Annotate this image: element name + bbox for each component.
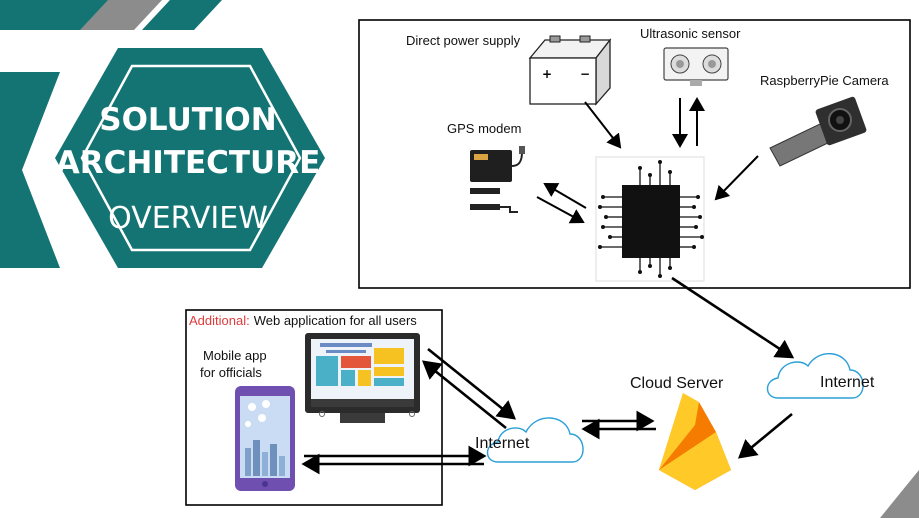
top-stripes: [0, 0, 222, 30]
internet-cloud-left-icon: [486, 417, 584, 463]
mobile-label-line2: for officials: [200, 365, 262, 380]
internet-left-label: Internet: [475, 435, 530, 452]
banner-title-line1: SOLUTION: [99, 102, 276, 138]
internet-right-label: Internet: [820, 374, 875, 391]
microcontroller-icon: [595, 156, 705, 282]
arrow-power-to-chip: [584, 101, 622, 149]
internet-cloud-right-icon: [766, 352, 864, 399]
web-app-label: Additional: Web application for all users: [189, 313, 417, 328]
arrow-internet-to-web: [421, 360, 507, 430]
banner-subtitle: OVERVIEW: [108, 201, 268, 236]
gps-modem-icon: [470, 146, 525, 213]
firebase-icon: [659, 393, 731, 490]
desktop-monitor-icon: [305, 333, 420, 423]
svg-text:+: +: [542, 67, 552, 81]
ultrasonic-sensor-icon: [663, 47, 729, 86]
title-banner: SOLUTION ARCHITECTURE OVERVIEW: [0, 48, 325, 268]
camera-module-icon: [769, 96, 867, 167]
arrow-chip-to-gps: [543, 182, 587, 209]
web-app-text: Web application for all users: [254, 313, 418, 328]
ultrasonic-label: Ultrasonic sensor: [640, 26, 741, 41]
corner-accent: [880, 470, 919, 518]
svg-text:−: −: [580, 67, 590, 81]
power-supply-label: Direct power supply: [406, 33, 521, 48]
mobile-label-line1: Mobile app: [203, 348, 267, 363]
arrow-gps-to-chip: [536, 196, 585, 224]
gps-label: GPS modem: [447, 121, 521, 136]
mobile-phone-icon: [235, 386, 295, 491]
battery-icon: + −: [528, 35, 612, 106]
additional-prefix: Additional:: [189, 313, 250, 328]
banner-title-line2: ARCHITECTURE: [56, 145, 321, 181]
camera-label: RaspberryPie Camera: [760, 73, 889, 88]
arrow-camera-to-chip: [714, 155, 759, 201]
arrow-hardware-to-internet: [671, 276, 795, 359]
hardware-arrows: [536, 97, 759, 224]
cloud-server-label: Cloud Server: [630, 375, 724, 392]
arrow-internet-to-server: [737, 412, 793, 459]
connection-arrows: [301, 276, 795, 475]
